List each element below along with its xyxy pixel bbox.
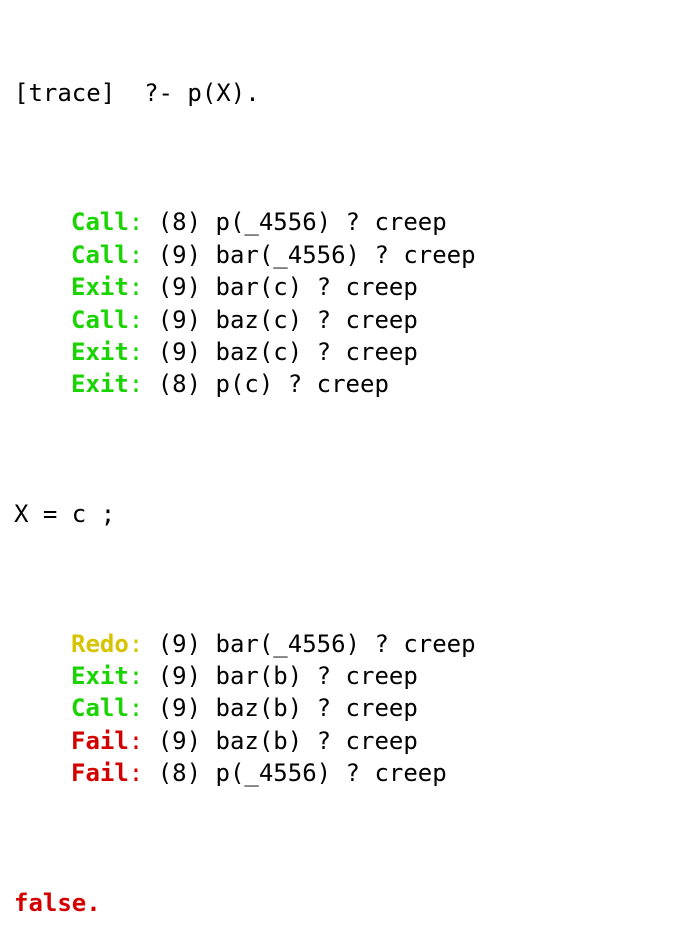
trace-line: Fail: (9) baz(b) ? creep bbox=[14, 725, 674, 757]
trace-port-separator: : bbox=[128, 273, 144, 302]
final-result: false. bbox=[14, 888, 101, 917]
trace-port-call: Call bbox=[71, 305, 129, 334]
trace-port-separator: : bbox=[128, 208, 144, 237]
trace-line: Call: (9) baz(c) ? creep bbox=[14, 304, 674, 336]
trace-port-separator: : bbox=[128, 661, 144, 690]
trace-port-exit: Exit bbox=[71, 273, 129, 302]
trace-port-separator: : bbox=[128, 370, 144, 399]
trace-goal: (8) p(_4556) ? creep bbox=[143, 208, 447, 237]
trace-port-redo: Redo bbox=[71, 629, 129, 658]
trace-goal: (9) baz(c) ? creep bbox=[143, 337, 418, 366]
trace-port-separator: : bbox=[128, 305, 144, 334]
trace-goal: (9) baz(b) ? creep bbox=[143, 726, 418, 755]
trace-port-call: Call bbox=[71, 240, 129, 269]
trace-line: Exit: (8) p(c) ? creep bbox=[14, 368, 674, 400]
trace-port-fail: Fail bbox=[71, 759, 129, 788]
trace-line: Exit: (9) baz(c) ? creep bbox=[14, 336, 674, 368]
trace-line: Exit: (9) bar(c) ? creep bbox=[14, 271, 674, 303]
trace-port-exit: Exit bbox=[71, 661, 129, 690]
trace-goal: (9) bar(_4556) ? creep bbox=[143, 629, 476, 658]
trace-line: Call: (8) p(_4556) ? creep bbox=[14, 206, 674, 238]
trace-port-exit: Exit bbox=[71, 370, 129, 399]
trace-port-separator: : bbox=[128, 629, 144, 658]
trace-port-call: Call bbox=[71, 694, 129, 723]
query-text: ?- p(X). bbox=[144, 78, 260, 107]
trace-port-separator: : bbox=[128, 726, 144, 755]
trace-goal: (9) bar(_4556) ? creep bbox=[143, 240, 476, 269]
trace-line: Call: (9) bar(_4556) ? creep bbox=[14, 239, 674, 271]
trace-goal: (8) p(c) ? creep bbox=[143, 370, 389, 399]
trace-port-separator: : bbox=[128, 694, 144, 723]
trace-port-fail: Fail bbox=[71, 726, 129, 755]
trace-goal: (9) baz(b) ? creep bbox=[143, 694, 418, 723]
prolog-trace-console: [trace] ?- p(X). Call: (8) p(_4556) ? cr… bbox=[14, 12, 674, 952]
trace-port-exit: Exit bbox=[71, 337, 129, 366]
trace-line: Fail: (8) p(_4556) ? creep bbox=[14, 757, 674, 789]
trace-goal: (8) p(_4556) ? creep bbox=[143, 759, 447, 788]
trace-line: Exit: (9) bar(b) ? creep bbox=[14, 660, 674, 692]
trace-port-call: Call bbox=[71, 208, 129, 237]
trace-port-separator: : bbox=[128, 759, 144, 788]
trace-line: Redo: (9) bar(_4556) ? creep bbox=[14, 628, 674, 660]
trace-port-separator: : bbox=[128, 240, 144, 269]
answer-line: X = c ; bbox=[14, 499, 116, 528]
trace-prefix: [trace] bbox=[14, 78, 116, 107]
trace-line: Call: (9) baz(b) ? creep bbox=[14, 692, 674, 724]
trace-goal: (9) baz(c) ? creep bbox=[143, 305, 418, 334]
trace-port-separator: : bbox=[128, 337, 144, 366]
query-line: [trace] ?- p(X). bbox=[14, 77, 674, 109]
trace-goal: (9) bar(c) ? creep bbox=[143, 273, 418, 302]
trace-goal: (9) bar(b) ? creep bbox=[143, 661, 418, 690]
